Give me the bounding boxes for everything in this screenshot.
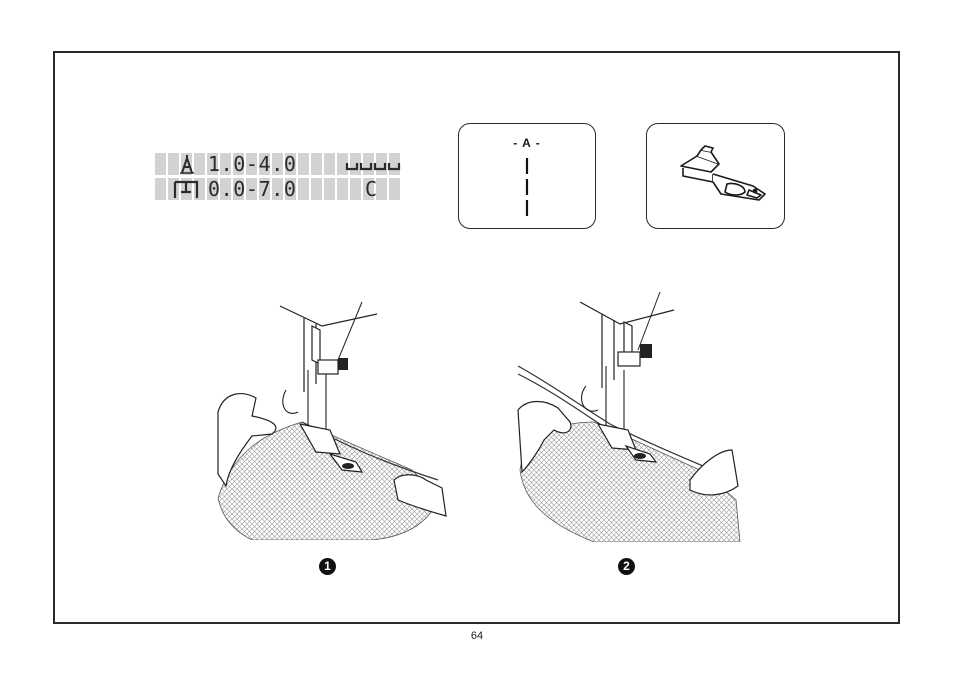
hemmer-foot-icon	[661, 138, 771, 216]
rolled-hem-illustration-1	[212, 294, 452, 540]
rolled-hem-illustration-2	[514, 290, 744, 542]
lcd-row-2-values: 0.0-7.0	[208, 178, 297, 200]
sewing-rolled-hem-guide-illustration	[514, 290, 744, 542]
step-2-marker: 2	[618, 558, 635, 575]
lcd-row-1: 1.0-4.0	[155, 153, 407, 175]
lcd-row-2-code: C	[365, 178, 378, 200]
stitch-length-icon	[176, 153, 198, 175]
presser-foot-panel	[646, 123, 785, 229]
lcd-display: 1.0-4.0 0.0-7.0 C	[155, 151, 407, 203]
page-number: 64	[0, 630, 954, 642]
lcd-row-2: 0.0-7.0 C	[155, 178, 407, 200]
straight-stitch-icon	[519, 156, 535, 218]
sewing-rolled-hem-start-illustration	[212, 294, 452, 540]
stitch-pattern-panel: - A -	[458, 123, 596, 229]
lcd-row-1-values: 1.0-4.0	[208, 153, 297, 175]
stitch-width-icon	[172, 178, 200, 200]
stitch-pattern-icon	[345, 153, 405, 175]
step-1-marker: 1	[319, 558, 336, 575]
stitch-pattern-label: - A -	[459, 136, 595, 150]
